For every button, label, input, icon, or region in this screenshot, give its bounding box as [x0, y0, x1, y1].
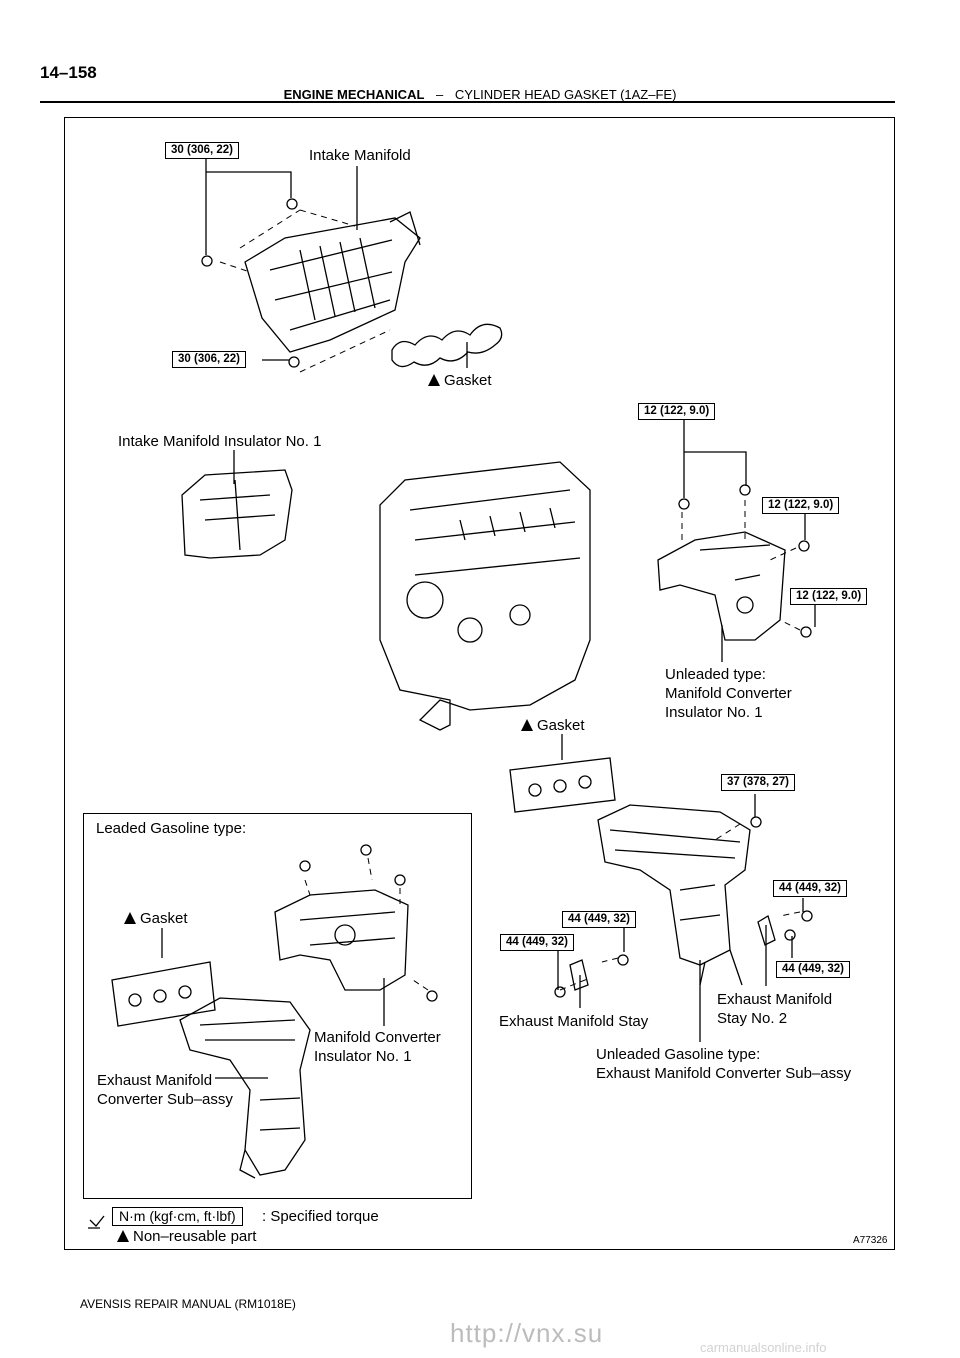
leaded-converter-shape [179, 997, 311, 1176]
leaded-inset-frame [83, 813, 472, 1199]
legend-torque-unit: N·m (kgf·cm, ft·lbf) [112, 1207, 243, 1226]
label-unleaded-insulator: Unleaded type: Manifold Converter Insula… [665, 666, 792, 721]
footer-text: AVENSIS REPAIR MANUAL (RM1018E) [80, 1297, 296, 1311]
label-unleaded-converter: Unleaded Gasoline type: Exhaust Manifold… [596, 1046, 852, 1082]
watermark-url: http://vnx.su [450, 1318, 604, 1348]
header-rule [40, 101, 895, 103]
torque-t3: 12 (122, 9.0) [638, 403, 716, 420]
nonreusable-icon [521, 719, 533, 731]
label-gasket-leaded: Gasket [124, 909, 188, 928]
torque-legend-icon [88, 1215, 105, 1229]
page-header: ENGINE MECHANICAL – CYLINDER HEAD GASKET… [0, 87, 960, 102]
label-exhaust-stay: Exhaust Manifold Stay [499, 1013, 649, 1030]
unleaded-insulator-shape [657, 531, 786, 641]
section-subtitle: CYLINDER HEAD GASKET (1AZ–FE) [454, 87, 677, 102]
intake-manifold-shape [244, 217, 421, 353]
label-intake-insulator: Intake Manifold Insulator No. 1 [118, 433, 322, 450]
intake-insulator-shape [181, 469, 293, 559]
nonreusable-icon [428, 374, 440, 386]
legend-nonreusable: Non–reusable part [117, 1227, 256, 1246]
label-exhaust-stay-2: Exhaust Manifold Stay No. 2 [717, 991, 833, 1027]
legend-specified-torque: : Specified torque [262, 1208, 379, 1225]
diagram-frame [64, 117, 895, 1250]
torque-t8: 44 (449, 32) [562, 911, 637, 928]
torque-t2: 30 (306, 22) [172, 351, 247, 368]
leader-t3 [683, 420, 747, 498]
page-number: 14–158 [40, 63, 97, 82]
nonreusable-icon [124, 912, 136, 924]
label-intake-manifold: Intake Manifold [309, 147, 411, 164]
gasket-mid-shape [509, 757, 616, 813]
exhaust-stay2-shape [757, 915, 776, 946]
label-exhaust-converter-leaded: Exhaust Manifold Converter Sub–assy [97, 1072, 233, 1108]
torque-t6: 37 (378, 27) [721, 774, 796, 791]
figure-code: A77326 [853, 1235, 888, 1246]
leaded-gasket-shape [111, 961, 216, 1027]
label-gasket-top: Gasket [428, 371, 492, 390]
torque-t7: 44 (449, 32) [773, 880, 848, 897]
label-gasket-mid: Gasket [521, 716, 585, 735]
exhaust-stay-shape [569, 959, 589, 991]
watermark-site: carmanualsonline.info [700, 1340, 827, 1355]
torque-t1: 30 (306, 22) [165, 142, 240, 159]
engine-block-shape [379, 461, 591, 731]
section-title: ENGINE MECHANICAL [283, 87, 425, 102]
label-manifold-converter-insulator: Manifold Converter Insulator No. 1 [314, 1029, 441, 1065]
torque-t5: 12 (122, 9.0) [790, 588, 868, 605]
leader-t1 [205, 150, 292, 255]
gasket-top-shape [391, 323, 503, 368]
unleaded-converter-shape [597, 804, 751, 966]
torque-t9: 44 (449, 32) [500, 934, 575, 951]
nonreusable-icon [117, 1230, 129, 1242]
leaded-insulator-shape [274, 889, 409, 991]
label-leaded-title: Leaded Gasoline type: [96, 820, 247, 837]
torque-t4: 12 (122, 9.0) [762, 497, 840, 514]
torque-t10: 44 (449, 32) [776, 961, 851, 978]
header-separator: – [436, 87, 444, 102]
